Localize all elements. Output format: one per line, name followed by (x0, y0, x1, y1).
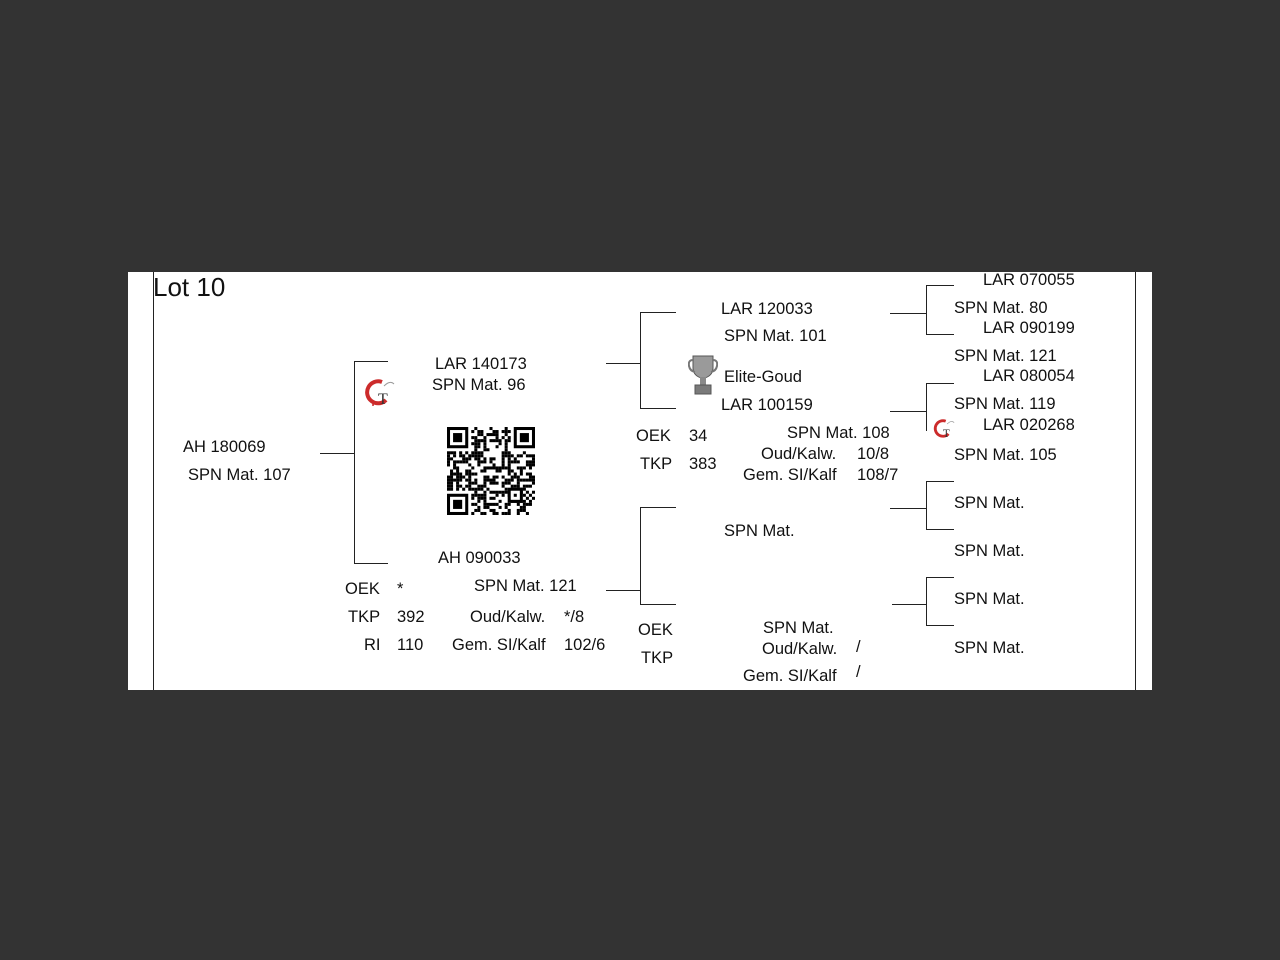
sire-sire-award: Elite-Goud (724, 368, 802, 386)
sire-dam-id: LAR 100159 (721, 396, 813, 414)
connector (926, 285, 954, 286)
sire-dam-oud-label: Oud/Kalw. (761, 445, 837, 463)
left-border (153, 272, 154, 690)
right-border (1135, 272, 1136, 690)
dam-tkp-value: 392 (397, 608, 425, 626)
ssd-id: LAR 090199 (983, 319, 1075, 337)
connector (926, 529, 954, 530)
dam-dam-oek-label: OEK (638, 621, 673, 639)
connector (354, 563, 388, 564)
trophy-icon (688, 355, 718, 395)
sire-dam-oek-label: OEK (636, 427, 671, 445)
connector (892, 604, 926, 605)
sire-sire-spn: SPN Mat. 101 (724, 327, 827, 345)
dam-dam-tkp-label: TKP (641, 649, 674, 667)
dam-ri-label: RI (364, 636, 381, 654)
svg-text:T: T (378, 391, 388, 408)
animal-spn: SPN Mat. 107 (188, 466, 291, 484)
sire-dam-gem-value: 108/7 (857, 466, 899, 484)
connector (320, 453, 354, 454)
ddd-spn: SPN Mat. (954, 639, 1025, 657)
dam-gem-label: Gem. SI/Kalf (452, 636, 546, 654)
dsd-spn: SPN Mat. (954, 542, 1025, 560)
dam-oek-value: * (397, 580, 404, 598)
connector (640, 312, 676, 313)
dam-gem-value: 102/6 (564, 636, 606, 654)
gt-logo-icon: T (933, 419, 955, 440)
sire-spn: SPN Mat. 96 (432, 376, 526, 394)
connector (640, 408, 676, 409)
animal-id: AH 180069 (183, 438, 266, 456)
sire-dam-spn: SPN Mat. 108 (787, 424, 890, 442)
dam-dam-oud-label: Oud/Kalw. (762, 640, 838, 658)
connector (926, 481, 927, 530)
sire-dam-oud-value: 10/8 (857, 445, 890, 463)
dss-spn: SPN Mat. (954, 494, 1025, 512)
connector (926, 383, 927, 431)
connector (926, 481, 954, 482)
sire-dam-tkp-label: TKP (640, 455, 673, 473)
connector (926, 383, 954, 384)
dam-sire-spn: SPN Mat. (724, 522, 795, 540)
connector (926, 577, 954, 578)
connector (926, 285, 927, 335)
dam-id: AH 090033 (438, 549, 521, 567)
dam-dam-spn: SPN Mat. (763, 619, 834, 637)
connector (890, 411, 926, 412)
pedigree-sheet: Lot 10 AH 180069 SPN Mat. 107 T LAR 1401… (128, 272, 1152, 690)
connector (640, 312, 641, 409)
sds-id: LAR 080054 (983, 367, 1075, 385)
sdd-id: LAR 020268 (983, 416, 1075, 434)
dam-oud-value: */8 (564, 608, 585, 626)
dam-oek-label: OEK (345, 580, 380, 598)
connector (640, 507, 676, 508)
dam-ri-value: 110 (397, 636, 424, 654)
sss-spn: SPN Mat. 80 (954, 299, 1048, 317)
lot-title: Lot 10 (153, 272, 226, 302)
sds-spn: SPN Mat. 119 (954, 395, 1056, 413)
dam-dam-oud-value: / (856, 638, 861, 656)
connector (354, 361, 388, 362)
connector (890, 508, 926, 509)
sdd-spn: SPN Mat. 105 (954, 446, 1057, 464)
connector (606, 590, 640, 591)
sire-dam-tkp-value: 383 (689, 455, 717, 473)
gt-logo-icon: T (365, 379, 395, 408)
sire-id: LAR 140173 (435, 355, 527, 373)
qr-code-icon (447, 427, 535, 515)
connector (354, 361, 355, 564)
sss-id: LAR 070055 (983, 272, 1075, 289)
dam-spn: SPN Mat. 121 (474, 577, 577, 595)
dam-dam-gem-value: / (856, 663, 861, 681)
sire-dam-oek-value: 34 (689, 427, 708, 445)
dam-tkp-label: TKP (348, 608, 381, 626)
dam-oud-label: Oud/Kalw. (470, 608, 546, 626)
svg-text:T: T (943, 428, 950, 440)
connector (890, 313, 926, 314)
connector (926, 577, 927, 626)
sire-dam-gem-label: Gem. SI/Kalf (743, 466, 837, 484)
sire-sire-id: LAR 120033 (721, 300, 813, 318)
connector (640, 604, 676, 605)
dds-spn: SPN Mat. (954, 590, 1025, 608)
ssd-spn: SPN Mat. 121 (954, 347, 1057, 365)
connector (606, 363, 640, 364)
dam-dam-gem-label: Gem. SI/Kalf (743, 667, 837, 685)
connector (640, 507, 641, 605)
connector (926, 334, 954, 335)
connector (926, 625, 954, 626)
